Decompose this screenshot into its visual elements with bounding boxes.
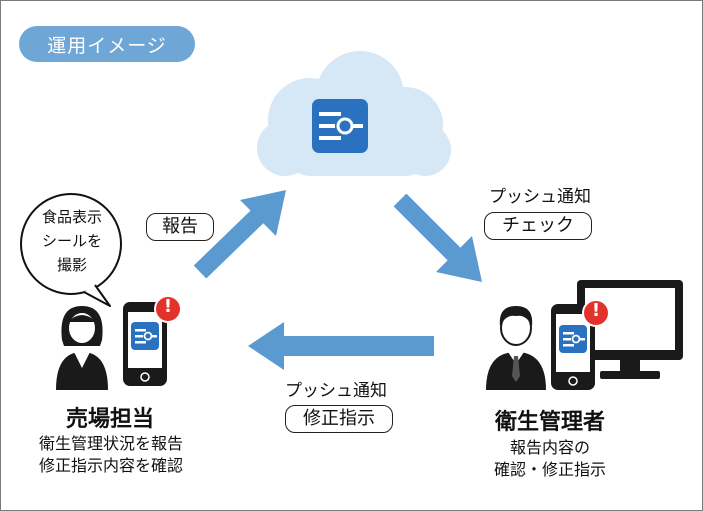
manager-smartphone-icon xyxy=(551,304,595,390)
manager-desc-line: 報告内容の xyxy=(509,438,590,457)
store-staff-title: 売場担当 xyxy=(65,407,154,432)
store-staff-description: 衛生管理状況を報告 修正指示内容を確認 xyxy=(16,433,206,477)
bubble-line: シールを xyxy=(41,232,102,250)
store-staff-desc-line: 衛生管理状況を報告 xyxy=(38,434,183,453)
store-staff-alert-symbol: ! xyxy=(163,296,173,317)
bubble-line: 食品表示 xyxy=(41,208,102,226)
store-staff-smartphone-icon xyxy=(123,302,167,386)
check-tag: チェック xyxy=(484,212,592,240)
report-tag: 報告 xyxy=(146,213,214,241)
manager-alert-symbol: ! xyxy=(591,300,601,321)
manager-person-icon xyxy=(486,306,546,390)
title-badge: 運用イメージ xyxy=(19,26,195,62)
store-staff-alert-icon xyxy=(154,295,182,323)
check-caption: プッシュ通知 xyxy=(489,187,591,207)
bubble-text: 食品表示 シールを 撮影 xyxy=(28,205,116,277)
manager-title: 衛生管理者 xyxy=(494,410,605,435)
report-arrow xyxy=(193,190,286,279)
manager-alert-icon xyxy=(582,299,610,327)
app-icon xyxy=(312,99,368,153)
correct-caption: プッシュ通知 xyxy=(285,381,387,401)
manager-description: 報告内容の 確認・修正指示 xyxy=(470,437,630,481)
check-arrow xyxy=(393,193,482,282)
correct-arrow xyxy=(248,322,434,370)
manager-desc-line: 確認・修正指示 xyxy=(493,460,606,479)
speech-bubble xyxy=(20,193,122,307)
correct-tag: 修正指示 xyxy=(285,405,393,433)
store-staff-person-icon xyxy=(56,306,108,390)
bubble-line: 撮影 xyxy=(56,256,87,274)
store-staff-desc-line: 修正指示内容を確認 xyxy=(38,456,183,475)
